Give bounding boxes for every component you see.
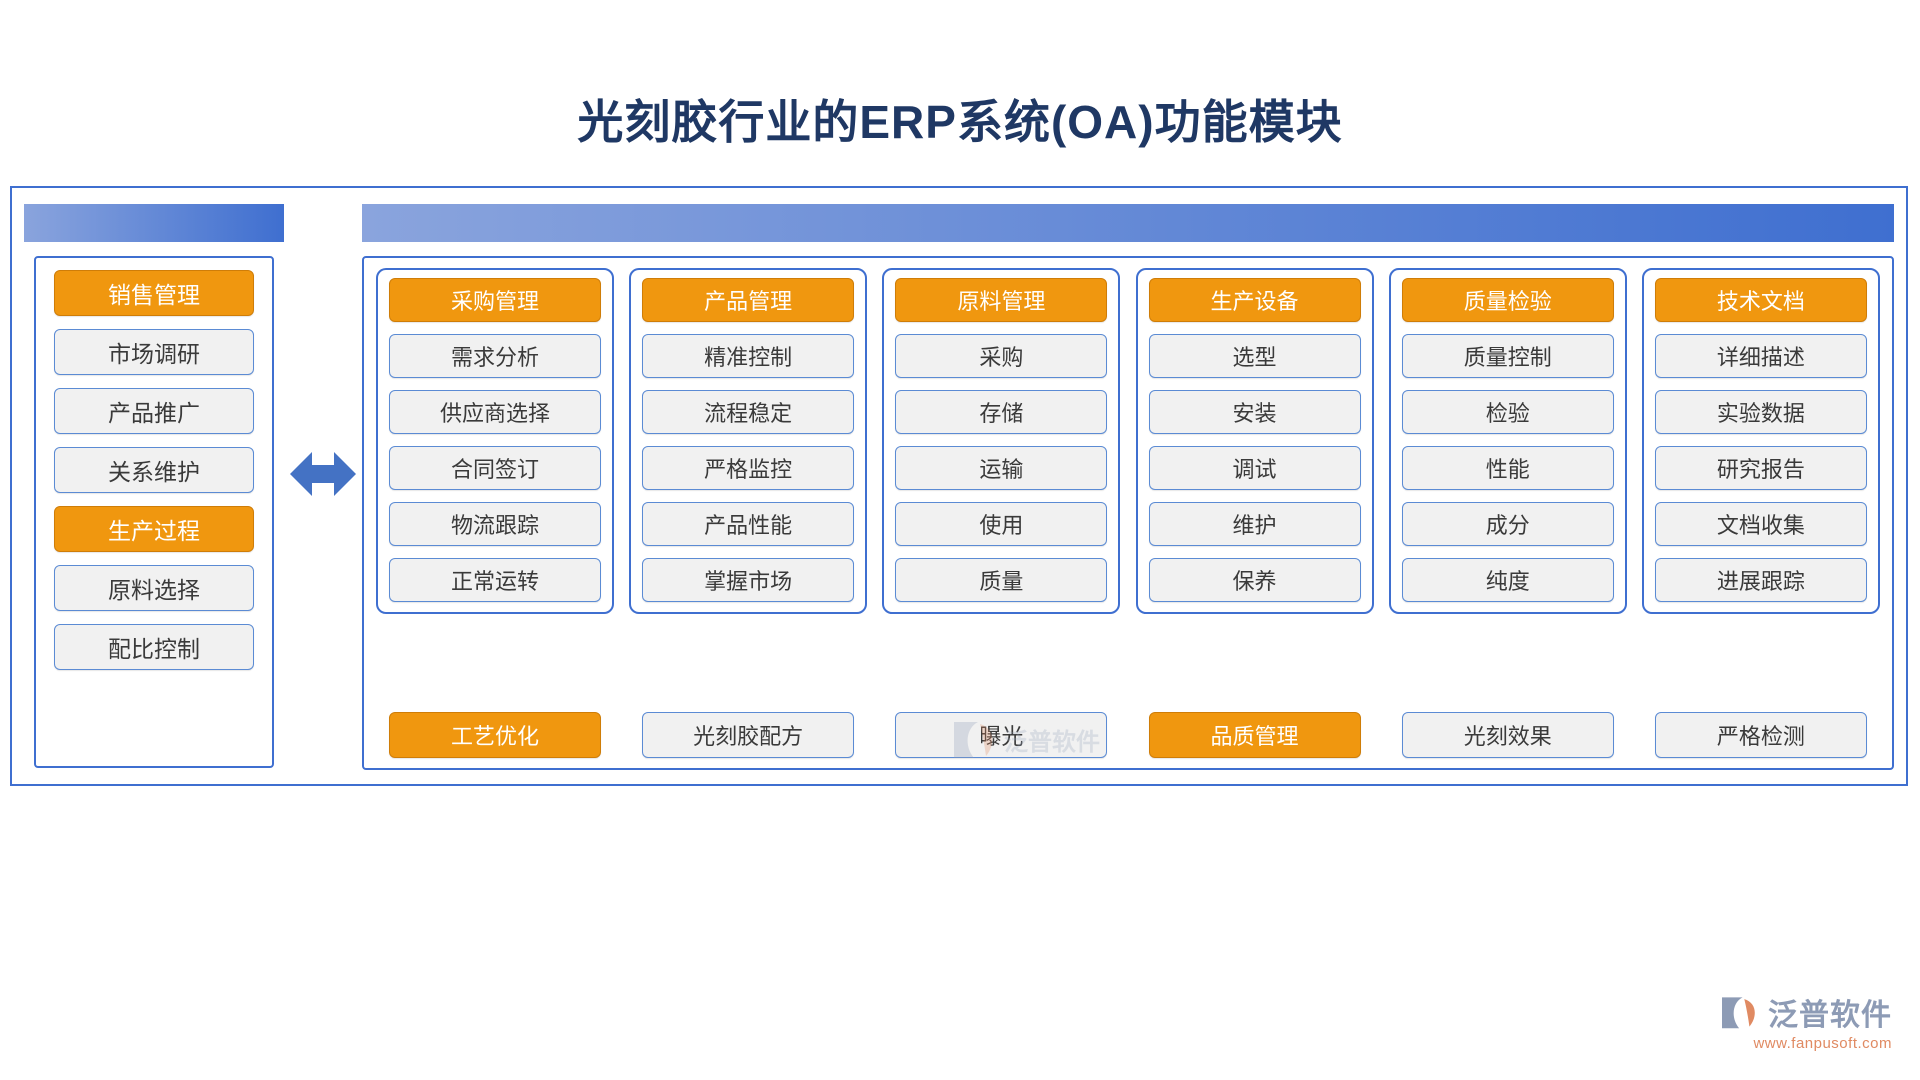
- module-column-item[interactable]: 成分: [1401, 502, 1614, 546]
- left-panel-item[interactable]: 配比控制: [54, 624, 254, 670]
- module-column-item[interactable]: 详细描述: [1654, 334, 1867, 378]
- module-column-item[interactable]: 维护: [1148, 502, 1361, 546]
- module-column: 原料管理采购存储运输使用质量: [882, 268, 1121, 614]
- brand-logo-icon: [1722, 997, 1755, 1029]
- brand-logo: 泛普软件 www.fanpusoft.com: [1720, 990, 1892, 1052]
- module-column-item[interactable]: 物流跟踪: [389, 502, 601, 546]
- module-column-item[interactable]: 进展跟踪: [1654, 558, 1867, 602]
- module-column-item[interactable]: 研究报告: [1654, 446, 1867, 490]
- module-column-item[interactable]: 文档收集: [1654, 502, 1867, 546]
- right-panel-header-bar: [362, 204, 1894, 242]
- module-column-header[interactable]: 产品管理: [642, 278, 855, 322]
- module-column-item[interactable]: 运输: [895, 446, 1108, 490]
- diagram-frame: 销售管理市场调研产品推广关系维护生产过程原料选择配比控制 采购管理需求分析供应商…: [10, 186, 1908, 786]
- module-column: 产品管理精准控制流程稳定严格监控产品性能掌握市场: [629, 268, 868, 614]
- module-column-header[interactable]: 质量检验: [1401, 278, 1614, 322]
- module-column-header[interactable]: 采购管理: [389, 278, 601, 322]
- footer-highlight-item[interactable]: 品质管理: [1148, 712, 1361, 758]
- left-panel-highlight-item[interactable]: 生产过程: [54, 506, 254, 552]
- left-panel-list: 销售管理市场调研产品推广关系维护生产过程原料选择配比控制: [34, 256, 274, 768]
- left-panel-item[interactable]: 市场调研: [54, 329, 254, 375]
- module-column-item[interactable]: 采购: [895, 334, 1108, 378]
- module-column-item[interactable]: 供应商选择: [389, 390, 601, 434]
- left-panel-item[interactable]: 关系维护: [54, 447, 254, 493]
- module-column-item[interactable]: 质量控制: [1401, 334, 1614, 378]
- footer-item[interactable]: 严格检测: [1654, 712, 1867, 758]
- module-column: 采购管理需求分析供应商选择合同签订物流跟踪正常运转: [376, 268, 614, 614]
- module-column-item[interactable]: 保养: [1148, 558, 1361, 602]
- footer-cell: 品质管理: [1136, 712, 1374, 758]
- module-column-item[interactable]: 需求分析: [389, 334, 601, 378]
- module-column-item[interactable]: 精准控制: [642, 334, 855, 378]
- page-title: 光刻胶行业的ERP系统(OA)功能模块: [577, 96, 1343, 148]
- right-panel-body: 采购管理需求分析供应商选择合同签订物流跟踪正常运转产品管理精准控制流程稳定严格监…: [362, 256, 1894, 770]
- module-column-header[interactable]: 生产设备: [1148, 278, 1361, 322]
- module-column: 质量检验质量控制检验性能成分纯度: [1388, 268, 1627, 614]
- left-panel-header-bar: [24, 204, 284, 242]
- brand-url: www.fanpusoft.com: [1753, 1035, 1892, 1052]
- module-column-item[interactable]: 性能: [1401, 446, 1614, 490]
- module-column-item[interactable]: 流程稳定: [642, 390, 855, 434]
- module-column-item[interactable]: 纯度: [1401, 558, 1614, 602]
- double-arrow-icon: [290, 446, 356, 502]
- module-column: 技术文档详细描述实验数据研究报告文档收集进展跟踪: [1641, 268, 1880, 614]
- module-column-item[interactable]: 合同签订: [389, 446, 601, 490]
- module-column-item[interactable]: 存储: [895, 390, 1108, 434]
- module-column-item[interactable]: 严格监控: [642, 446, 855, 490]
- module-columns: 采购管理需求分析供应商选择合同签订物流跟踪正常运转产品管理精准控制流程稳定严格监…: [376, 268, 1880, 614]
- brand-name: 泛普软件: [1768, 999, 1892, 1032]
- left-panel-highlight-item[interactable]: 销售管理: [54, 270, 254, 316]
- module-column-item[interactable]: 正常运转: [389, 558, 601, 602]
- module-column: 生产设备选型安装调试维护保养: [1135, 268, 1374, 614]
- module-column-item[interactable]: 使用: [895, 502, 1108, 546]
- module-column-item[interactable]: 选型: [1148, 334, 1361, 378]
- footer-item[interactable]: 光刻效果: [1401, 712, 1614, 758]
- footer-row: 工艺优化光刻胶配方曝光品质管理光刻效果严格检测: [376, 702, 1880, 758]
- footer-cell: 曝光: [882, 712, 1120, 758]
- module-column-item[interactable]: 实验数据: [1654, 390, 1867, 434]
- module-column-item[interactable]: 产品性能: [642, 502, 855, 546]
- module-column-item[interactable]: 安装: [1148, 390, 1361, 434]
- footer-cell: 光刻效果: [1389, 712, 1627, 758]
- footer-cell: 严格检测: [1642, 712, 1880, 758]
- module-column-item[interactable]: 质量: [895, 558, 1108, 602]
- left-panel-item[interactable]: 产品推广: [54, 388, 254, 434]
- left-panel: 销售管理市场调研产品推广关系维护生产过程原料选择配比控制: [24, 204, 284, 770]
- footer-item[interactable]: 光刻胶配方: [642, 712, 855, 758]
- footer-cell: 工艺优化: [376, 712, 614, 758]
- module-column-item[interactable]: 掌握市场: [642, 558, 855, 602]
- right-panel: 采购管理需求分析供应商选择合同签订物流跟踪正常运转产品管理精准控制流程稳定严格监…: [362, 204, 1894, 770]
- module-column-header[interactable]: 原料管理: [895, 278, 1108, 322]
- module-column-header[interactable]: 技术文档: [1654, 278, 1867, 322]
- module-column-item[interactable]: 调试: [1148, 446, 1361, 490]
- left-panel-item[interactable]: 原料选择: [54, 565, 254, 611]
- module-column-item[interactable]: 检验: [1401, 390, 1614, 434]
- footer-cell: 光刻胶配方: [629, 712, 867, 758]
- footer-item[interactable]: 曝光: [895, 712, 1108, 758]
- footer-highlight-item[interactable]: 工艺优化: [389, 712, 601, 758]
